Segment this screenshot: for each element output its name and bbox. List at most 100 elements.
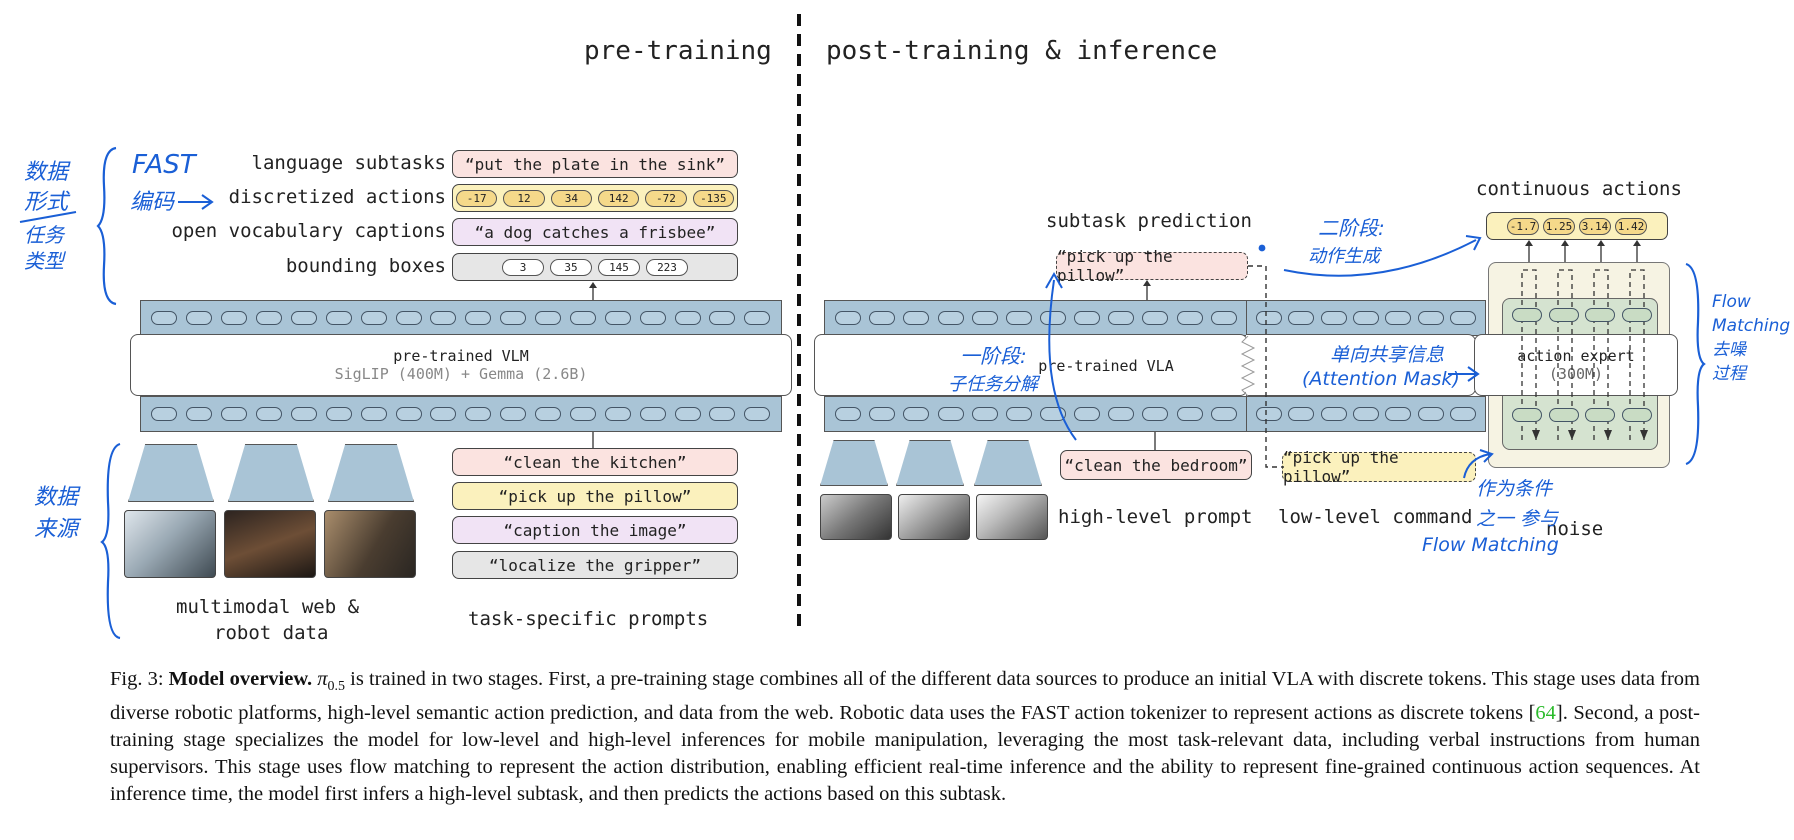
image-encoder [228,444,314,502]
bbox-token: 223 [646,258,688,276]
row-label-open-vocab-captions: open vocabulary captions [171,220,446,242]
continuous-value: -1.7 [1507,217,1539,235]
vlm-subtitle: SigLIP (400M) + Gemma (2.6B) [334,365,588,383]
continuous-actions-heading: continuous actions [1476,178,1682,200]
low-level-command-caption: low-level command [1278,506,1473,528]
note-stage1: 一阶段: [960,344,1027,368]
gripper-photo [324,510,416,578]
prompt-localize-gripper: “localize the gripper” [452,551,738,579]
prompt-clean-kitchen: “clean the kitchen” [452,448,738,476]
high-level-prompt-caption: high-level prompt [1058,506,1253,528]
bedroom-photo-2 [898,494,970,540]
bbox-token: 35 [550,258,592,276]
image-encoder [896,440,964,486]
row-label-bounding-boxes: bounding boxes [285,255,446,277]
robot-kitchen-photo [124,510,216,578]
note-task-type: 任务 类型 [24,223,64,273]
note-condition-2: 之一 参与 [1476,508,1559,530]
discretized-actions-output: -17 12 34 142 -72 -135 [452,184,738,212]
encode-arrow [178,194,214,210]
output-arrow [589,282,597,302]
pretrained-vlm-box: pre-trained VLM SigLIP (400M) + Gemma (2… [130,334,792,396]
note-stage2-desc: 动作生成 [1308,246,1380,267]
subtask-to-command-link [1248,265,1284,468]
stage-divider [797,14,801,634]
row-label-language-subtasks: language subtasks [251,152,446,174]
note-stage2: 二阶段: [1318,216,1385,240]
figure-caption: Fig. 3: Model overview. π0.5 is trained … [110,666,1700,808]
action-token: 12 [503,189,545,207]
note-condition-3: Flow Matching [1422,534,1559,556]
subtask-prediction-heading: subtask prediction [1046,210,1252,232]
vla-input-tokens [824,396,1248,432]
vlm-input-tokens [140,396,782,432]
caption-fig-label: Fig. 3: [110,668,164,690]
bbox-output: 3 35 145 223 [452,253,738,281]
action-token: 34 [550,189,592,207]
note-condition-1: 作为条件 [1476,478,1553,500]
note-mask-2: (Attention Mask) [1302,368,1460,390]
vlm-output-tokens [140,300,782,336]
vla-output-tokens-right [1246,300,1486,336]
caption-bold-title: Model overview. [168,668,313,690]
expert-subtitle: (300M) [1548,365,1604,383]
note-encode: 编码 [130,190,175,215]
expert-upper-tokens [1512,308,1652,322]
attention-zigzag [1240,336,1256,396]
condition-arrow [1463,449,1494,479]
prompt-caption-image: “caption the image” [452,516,738,544]
mask-arrow [1448,366,1480,382]
caption-text-2: ]. Second, a post-training stage special… [110,702,1700,806]
high-level-prompt-pill: “clean the bedroom” [1060,450,1252,480]
posttraining-header: post-training & inference [826,36,1218,66]
stage2-arrow [1283,235,1482,277]
brace-data-source [100,442,121,640]
caption-output: “a dog catches a frisbee” [452,218,738,246]
brace-data-form [96,146,117,306]
low-level-command-pill: “pick up the pillow” [1282,448,1476,486]
noise-label: noise [1546,518,1604,540]
bedroom-photo-1 [820,494,892,540]
note-slash [19,211,77,223]
note-data-form: 数据 形式 [24,160,69,215]
image-encoder [328,444,414,502]
continuous-value: 1.42 [1615,217,1647,235]
prompt-connector [592,432,594,448]
bbox-token: 145 [598,258,640,276]
vla-input-tokens-right [1246,396,1486,432]
bbox-token: 3 [502,258,544,276]
note-flow-matching: Flow Matching 去噪 过程 [1712,292,1791,384]
action-token: -135 [692,189,734,207]
row-label-discretized-actions: discretized actions [228,186,446,208]
expert-lower-tokens [1512,408,1652,422]
dot-mark [1258,244,1266,252]
flow-matching-paths [1521,240,1648,440]
expert-title: action expert [1517,347,1635,365]
vlm-title: pre-trained VLM [393,347,529,365]
data-caption-line2: robot data [214,622,329,644]
note-stage1-desc: 子任务分解 [948,374,1038,395]
pretraining-header: pre-training [584,36,772,66]
action-token: 142 [598,189,640,207]
image-encoder [820,440,888,486]
dog-frisbee-photo [224,510,316,578]
prompts-caption: task-specific prompts [468,608,709,630]
note-mask-1: 单向共享信息 [1330,344,1445,366]
caption-pi: π0.5 [317,668,346,695]
caption-reference-link[interactable]: 64 [1535,702,1556,725]
note-fast: FAST [132,150,196,180]
vla-output-tokens [824,300,1248,336]
continuous-actions-output: -1.7 1.25 3.14 1.42 [1486,212,1668,240]
stage1-arrow [1045,271,1077,441]
pretrained-vla-box: pre-trained VLA [814,334,1248,396]
brace-flow-matching [1685,262,1706,466]
image-encoder [128,444,214,502]
action-token: -17 [456,189,498,207]
caption-text-1: is trained in two stages. First, a pre-t… [110,668,1700,725]
continuous-value: 3.14 [1579,217,1611,235]
data-caption-line1: multimodal web & [176,596,360,618]
bedroom-photo-3 [976,494,1048,540]
note-data-source: 数据 来源 [34,485,79,542]
image-encoder [974,440,1042,486]
language-subtask-output: “put the plate in the sink” [452,150,738,178]
